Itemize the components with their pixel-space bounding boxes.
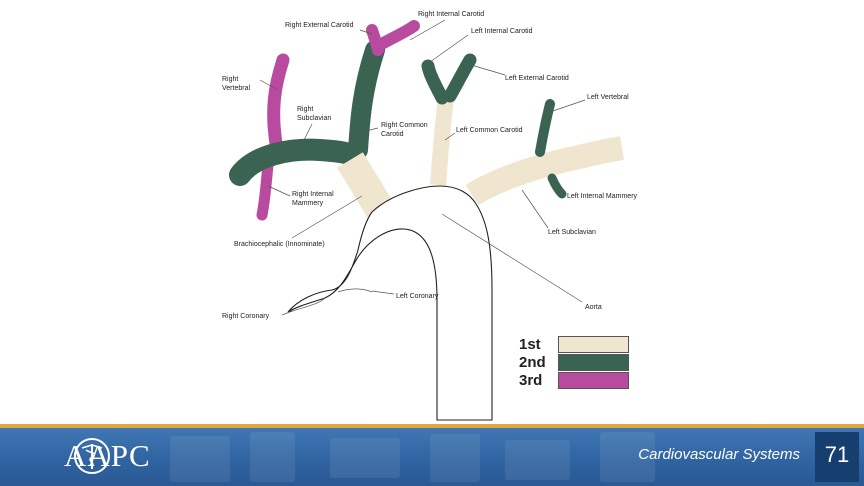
- branch-order-legend: 1st 2nd 3rd: [517, 336, 631, 390]
- left-external-carotid-vessel: [443, 53, 477, 103]
- aapc-logo-icon: [74, 438, 110, 474]
- right-common-carotid-vessel: [348, 40, 385, 160]
- label-left-vertebral: Left Vertebral: [587, 94, 629, 101]
- left-vertebral-vessel: [535, 99, 555, 157]
- leader-left-coronary: [371, 290, 395, 295]
- leader-right-common-carotid: [361, 127, 379, 133]
- label-right-subclavian-line2: Subclavian: [297, 115, 331, 122]
- leader-left-internal-carotid: [429, 34, 469, 63]
- footer-pattern-tile: [600, 432, 655, 482]
- label-right-internal-carotid: Right Internal Carotid: [418, 11, 484, 18]
- leader-right-coronary: [281, 310, 293, 316]
- label-left-common-carotid: Left Common Carotid: [456, 127, 523, 134]
- right-vertebral-upper-vessel: [267, 53, 290, 157]
- leader-left-internal-mammery: [557, 189, 566, 196]
- footer-pattern-tile: [250, 432, 295, 482]
- leader-left-common-carotid: [444, 132, 456, 141]
- legend-row-1st: 1st: [517, 336, 631, 354]
- footer-accent-stripe: [0, 424, 864, 428]
- left-subclavian-vessel: [465, 136, 624, 206]
- page-number: 71: [824, 442, 850, 467]
- footer-pattern-tile: [505, 440, 570, 480]
- legend-swatch-2nd: [558, 354, 629, 371]
- leader-right-external-carotid: [359, 29, 373, 35]
- label-left-coronary: Left Coronary: [396, 293, 439, 300]
- footer-section-title: Cardiovascular Systems: [638, 446, 800, 463]
- leader-left-vertebral: [549, 99, 586, 113]
- label-left-internal-mammery: Left Internal Mammery: [567, 193, 638, 200]
- label-aorta: Aorta: [585, 304, 602, 311]
- legend-row-3rd: 3rd: [517, 372, 631, 390]
- right-vertebral-lower-vessel: [256, 159, 274, 221]
- label-right-common-carotid-line2: Carotid: [381, 131, 404, 138]
- label-right-external-carotid: Right External Carotid: [285, 22, 354, 29]
- label-right-coronary: Right Coronary: [222, 313, 270, 320]
- leader-right-internal-mammery: [267, 185, 291, 197]
- label-right-common-carotid-line1: Right Common: [381, 122, 428, 129]
- label-left-internal-carotid: Left Internal Carotid: [471, 28, 533, 35]
- legend-swatch-1st: [558, 336, 629, 353]
- label-right-internal-mammery-line1: Right Internal: [292, 191, 334, 198]
- label-right-subclavian-line1: Right: [297, 106, 313, 113]
- legend-label-1st: 1st: [519, 336, 541, 353]
- label-left-external-carotid: Left External Carotid: [505, 75, 569, 82]
- legend-row-2nd: 2nd: [517, 354, 631, 372]
- left-internal-mammery-vessel: [547, 173, 567, 199]
- aapc-logo-text: AAPC: [64, 438, 151, 473]
- leader-left-subclavian: [521, 189, 549, 229]
- footer-pattern-tile: [430, 434, 480, 482]
- label-right-vertebral-line2: Vertebral: [222, 85, 250, 92]
- legend-label-3rd: 3rd: [519, 372, 543, 389]
- right-coronary-vessel: [289, 297, 326, 313]
- legend-label-2nd: 2nd: [519, 354, 546, 371]
- footer-bar: [0, 428, 864, 486]
- right-internal-carotid-vessel: [374, 20, 420, 51]
- leader-right-vertebral: [259, 79, 279, 91]
- footer-pattern-tile: [170, 436, 230, 482]
- left-coronary-vessel: [337, 288, 373, 293]
- brachiocephalic-vessel: [337, 152, 394, 218]
- leader-left-external-carotid: [467, 63, 506, 76]
- arterial-branching-diagram: Right External Carotid Right Internal Ca…: [222, 11, 638, 421]
- aorta-outline: [287, 185, 493, 421]
- leader-right-subclavian: [299, 123, 313, 149]
- footer-pattern-tile: [330, 438, 400, 478]
- right-subclavian-vessel: [229, 138, 363, 186]
- label-right-internal-mammery-line2: Mammery: [292, 200, 324, 207]
- legend-swatch-3rd: [558, 372, 629, 389]
- leader-right-internal-carotid: [409, 19, 446, 41]
- leader-brachiocephalic: [291, 195, 363, 239]
- left-internal-carotid-vessel: [421, 59, 449, 105]
- label-brachiocephalic: Brachiocephalic (Innominate): [234, 241, 325, 248]
- left-common-carotid-vessel: [430, 97, 454, 186]
- label-right-vertebral-line1: Right: [222, 76, 238, 83]
- page-number-box: [815, 432, 859, 482]
- leader-aorta: [441, 213, 583, 303]
- label-left-subclavian: Left Subclavian: [548, 229, 596, 236]
